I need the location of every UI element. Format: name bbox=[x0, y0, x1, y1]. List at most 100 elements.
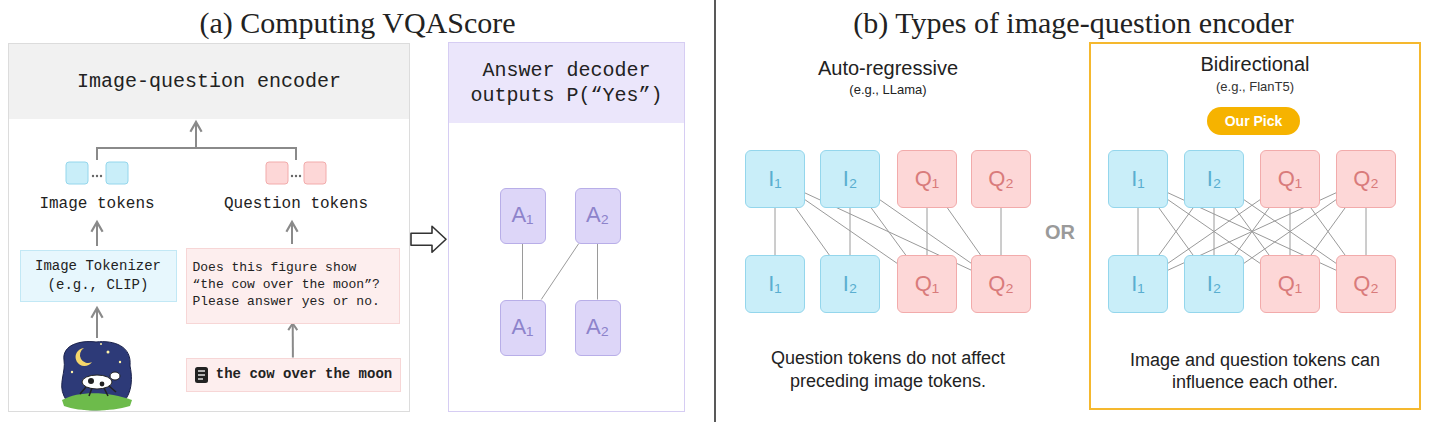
panel-divider bbox=[714, 0, 716, 422]
answer-token-box: A₂ bbox=[575, 188, 621, 244]
connector-line bbox=[522, 244, 523, 300]
panel-caption: Image and question tokens can influence … bbox=[1107, 349, 1403, 394]
encoder-panel: Image-question encoderImage Tokenizer (e… bbox=[8, 43, 410, 412]
connector bbox=[1244, 200, 1336, 264]
connector-line bbox=[541, 244, 579, 300]
connector-line bbox=[1366, 208, 1367, 255]
encoder-type-example-area: (e.g., LLama) bbox=[738, 81, 1038, 99]
connector bbox=[927, 208, 928, 255]
question-token-box: Q₁ bbox=[897, 150, 957, 208]
node-text: I₁ bbox=[1131, 270, 1145, 299]
question-token-box: Q₂ bbox=[971, 255, 1031, 313]
panel-subheading-area: (e.g., FlanT5) bbox=[1091, 78, 1419, 96]
node-text: Q₂ bbox=[988, 165, 1014, 194]
connector bbox=[775, 208, 776, 255]
encoder-header: Image-question encoder bbox=[77, 69, 341, 94]
or-separator: OR bbox=[1045, 219, 1075, 245]
connector bbox=[522, 244, 523, 300]
question-box: Does this figure show “the cow over the … bbox=[186, 248, 400, 324]
image-token-box: I₁ bbox=[745, 150, 805, 208]
token-label: Question tokens bbox=[224, 194, 368, 215]
connector bbox=[805, 200, 897, 264]
encoder-type-caption: Question tokens do not affect preceding … bbox=[738, 347, 1038, 394]
connector-line bbox=[1159, 208, 1193, 255]
moon bbox=[76, 348, 92, 366]
connector bbox=[880, 200, 971, 263]
node-text: A₂ bbox=[586, 201, 609, 230]
token-label: Image tokens bbox=[39, 194, 154, 215]
encoder-header-area: Image-question encoder bbox=[9, 44, 409, 119]
node-text: Q₁ bbox=[915, 270, 940, 299]
connector-line bbox=[850, 208, 851, 255]
connector bbox=[1366, 208, 1367, 255]
bidirectional-panel: Bidirectional(e.g., FlanT5) Image and que… bbox=[1089, 42, 1421, 410]
encoder-type-heading-area: Auto-regressive bbox=[738, 54, 1038, 82]
connector bbox=[947, 208, 980, 255]
image-token-box: I₁ bbox=[1108, 150, 1168, 208]
connector-line bbox=[775, 208, 776, 255]
cow-leg bbox=[109, 386, 116, 392]
panel-title-area: (b) Types of image-question encoder bbox=[715, 2, 1432, 42]
image-token-box: I₁ bbox=[1108, 255, 1168, 313]
image-token-box: I₂ bbox=[820, 255, 880, 313]
node-text: I₁ bbox=[1131, 165, 1145, 194]
connector bbox=[850, 208, 851, 255]
connector-line bbox=[1138, 208, 1139, 255]
connector-line bbox=[1244, 200, 1336, 264]
connector-line bbox=[1159, 208, 1193, 255]
grass-hill bbox=[62, 393, 132, 410]
up-arrow bbox=[195, 122, 197, 148]
answer-token-box: A₁ bbox=[500, 300, 546, 356]
connector bbox=[597, 244, 598, 300]
connector bbox=[1159, 208, 1193, 255]
node-text: Q₁ bbox=[1278, 270, 1303, 299]
connector-line bbox=[805, 200, 897, 264]
cow-illustration bbox=[62, 342, 132, 411]
question-token bbox=[266, 162, 288, 184]
node-text: Q₂ bbox=[988, 270, 1014, 299]
decoder-panel: Answer decoder outputs P(“Yes”)A₁A₂A₁A₂ bbox=[448, 42, 685, 412]
node-text: Q₁ bbox=[915, 165, 940, 194]
node-text: Q₂ bbox=[1353, 270, 1379, 299]
node-text: I₂ bbox=[1207, 165, 1222, 194]
panel-heading: Bidirectional bbox=[1201, 52, 1310, 77]
token-label-area: Image tokens bbox=[22, 193, 172, 215]
connector bbox=[871, 208, 905, 255]
node-text: A₁ bbox=[511, 201, 533, 230]
connector-line bbox=[1311, 208, 1345, 255]
node-text: I₂ bbox=[1207, 270, 1222, 299]
ellipsis-dot bbox=[92, 175, 94, 177]
connector-line bbox=[880, 200, 971, 263]
answer-token-box: A₁ bbox=[500, 188, 546, 244]
connector-line bbox=[947, 208, 980, 255]
node-text: I₁ bbox=[768, 165, 782, 194]
connector-line bbox=[1168, 200, 1260, 264]
image-token bbox=[66, 162, 88, 184]
node-text: I₁ bbox=[768, 270, 782, 299]
connector bbox=[796, 208, 830, 255]
star bbox=[71, 371, 73, 373]
image-token-box: I₁ bbox=[745, 255, 805, 313]
connector bbox=[1138, 208, 1139, 255]
question-token bbox=[304, 162, 326, 184]
node-text: Image Tokenizer (e.g., CLIP) bbox=[29, 257, 168, 293]
connector-line bbox=[597, 244, 598, 300]
image-token bbox=[106, 162, 128, 184]
up-arrow bbox=[291, 222, 293, 244]
ellipsis-dot bbox=[96, 175, 98, 177]
night-sky bbox=[62, 342, 132, 410]
connector bbox=[1159, 208, 1193, 255]
cow-leg bbox=[89, 388, 92, 396]
connector-line bbox=[1168, 200, 1260, 264]
panel-caption-area: Image and question tokens can influence … bbox=[1107, 342, 1403, 400]
cow-body bbox=[82, 375, 112, 389]
cow-leg bbox=[80, 387, 86, 394]
question-token-box: Q₂ bbox=[1336, 150, 1396, 208]
star bbox=[100, 343, 102, 345]
image-token-box: I₂ bbox=[820, 150, 880, 208]
cow-spot bbox=[100, 382, 105, 387]
cow-leg bbox=[104, 388, 108, 396]
connector-line bbox=[1001, 208, 1002, 255]
connector-line bbox=[927, 208, 928, 255]
node-text: I₂ bbox=[843, 165, 858, 194]
